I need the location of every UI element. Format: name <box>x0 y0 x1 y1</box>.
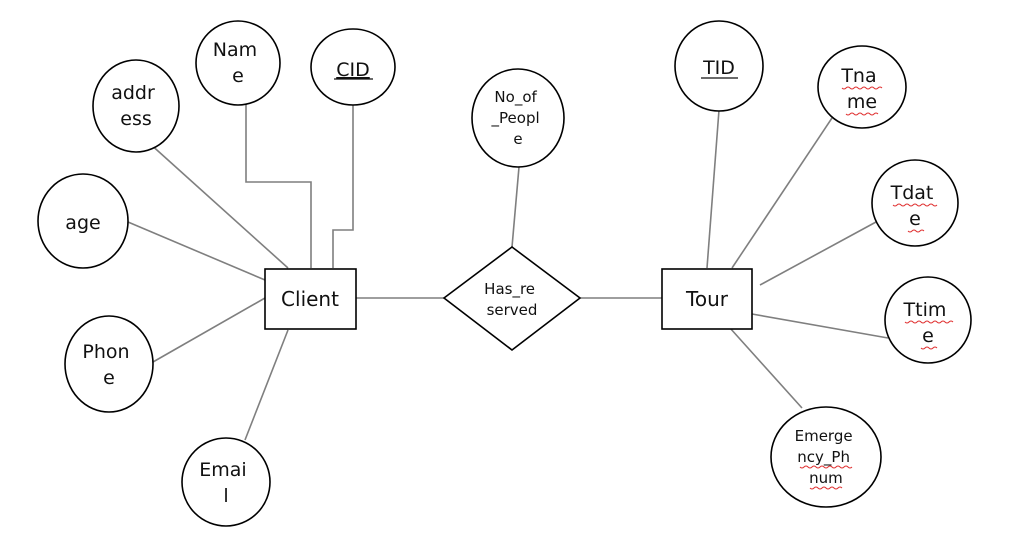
attribute-name-line-2: e <box>232 65 244 87</box>
svg-text:No_of _Peopl e: No_of _Peopl e <box>491 88 545 148</box>
attribute-cid: CID <box>310 28 396 106</box>
attribute-emergency-line-3: num <box>809 469 843 487</box>
connector-no-of-people-relationship <box>511 166 520 248</box>
entity-client-label: Client <box>281 287 339 311</box>
relationship-line-2: served <box>487 301 538 319</box>
connector-cid-client <box>332 103 354 268</box>
svg-text:Client: Client <box>281 287 339 311</box>
attribute-name: Nam e <box>195 20 281 106</box>
attribute-age: age <box>37 173 129 269</box>
connector-phone-client <box>152 297 266 363</box>
attribute-tid: TID <box>674 20 764 112</box>
svg-text:TID: TID <box>702 57 735 79</box>
relationship-line-1: Has_re <box>484 280 535 299</box>
attribute-address-line-1: addr <box>111 82 155 104</box>
svg-text:addr ess: addr ess <box>111 82 161 130</box>
attribute-ellipse <box>64 315 154 413</box>
entity-box <box>264 268 357 330</box>
attribute-ellipse <box>310 28 396 106</box>
svg-text:CID: CID <box>336 59 370 81</box>
entity-tour: Tour <box>661 268 753 330</box>
spellcheck-underline <box>841 86 883 90</box>
attribute-emergency-phnum: Emerge ncy_Ph num <box>770 406 882 508</box>
attribute-no-of-people-line-1: No_of <box>494 88 537 107</box>
svg-text:Emerge ncy_Ph num: Emerge ncy_Ph num <box>795 427 858 487</box>
connector-emergency-tour <box>729 327 803 409</box>
spellcheck-underline <box>809 486 843 490</box>
attribute-ellipse <box>195 20 281 106</box>
svg-text:Ttim e: Ttim e <box>903 299 953 347</box>
attribute-email-line-2: l <box>223 485 228 507</box>
attribute-ellipse <box>674 20 764 112</box>
attribute-ellipse <box>884 276 972 364</box>
attribute-address: addr ess <box>92 59 180 153</box>
entity-box <box>661 268 753 330</box>
spellcheck-underline <box>892 203 938 207</box>
attribute-age-label: age <box>65 212 100 234</box>
attribute-ellipse <box>871 159 959 247</box>
attribute-no-of-people-line-3: e <box>513 130 522 148</box>
attribute-ttime: Ttim e <box>884 276 972 364</box>
svg-text:Tour: Tour <box>685 287 729 311</box>
attribute-ellipse <box>92 59 180 153</box>
attribute-ellipse <box>817 45 907 129</box>
attribute-name-line-1: Nam <box>213 39 257 61</box>
spellcheck-underline <box>920 346 938 350</box>
attribute-tname-line-2: me <box>847 91 877 113</box>
connector-address-client <box>147 141 289 269</box>
attribute-tdate: Tdat e <box>871 159 959 247</box>
entity-client: Client <box>264 268 357 330</box>
connector-ttime-tour <box>751 313 889 339</box>
spellcheck-underline <box>907 229 925 233</box>
connector-tname-tour <box>731 117 833 269</box>
connector-tid-tour <box>706 109 720 269</box>
attribute-phone-line-2: e <box>103 367 115 389</box>
attribute-tdate-line-1: Tdat <box>890 182 934 204</box>
attribute-ellipse <box>37 173 129 269</box>
svg-text:Emai l: Emai l <box>199 459 252 507</box>
attribute-address-line-2: ess <box>120 108 152 130</box>
spellcheck-underline <box>845 112 879 116</box>
attribute-ttime-line-1: Ttim <box>903 299 947 321</box>
attribute-email-line-1: Emai <box>199 459 246 481</box>
attribute-cid-label: CID <box>336 59 370 81</box>
svg-text:Tdat e: Tdat e <box>890 182 940 230</box>
attribute-emergency-line-1: Emerge <box>795 427 853 445</box>
attribute-ellipse <box>770 406 882 508</box>
attribute-tdate-line-2: e <box>909 208 921 230</box>
attribute-email: Emai l <box>181 437 271 527</box>
svg-text:age: age <box>65 212 100 234</box>
attribute-phone: Phon e <box>64 315 154 413</box>
attribute-ellipse <box>471 68 565 168</box>
attribute-ttime-line-2: e <box>922 325 934 347</box>
attribute-tid-label: TID <box>702 57 735 79</box>
attribute-phone-line-1: Phon <box>82 341 129 363</box>
relationship-diamond <box>442 246 582 352</box>
attribute-no-of-people-line-2: _Peopl <box>491 109 540 128</box>
attribute-tname: Tna me <box>817 45 907 129</box>
attribute-no-of-people: No_of _Peopl e <box>471 68 565 168</box>
connectors <box>127 102 889 441</box>
svg-text:Tna me: Tna me <box>840 65 882 113</box>
connector-age-client <box>127 221 266 281</box>
connector-email-client <box>244 329 289 441</box>
attribute-emergency-line-2: ncy_Ph <box>797 448 850 467</box>
entity-tour-label: Tour <box>685 287 729 311</box>
svg-text:Has_re served: Has_re served <box>484 280 540 319</box>
attribute-tname-line-1: Tna <box>840 65 876 87</box>
attribute-ellipse <box>181 437 271 527</box>
connector-tdate-tour <box>759 221 877 286</box>
svg-text:Phon e: Phon e <box>82 341 135 389</box>
relationship-has-reserved: Has_re served <box>442 246 582 352</box>
spellcheck-underline <box>904 320 954 324</box>
svg-text:Nam e: Nam e <box>213 39 263 87</box>
spellcheck-underline <box>799 465 853 469</box>
connector-name-client <box>245 102 312 268</box>
